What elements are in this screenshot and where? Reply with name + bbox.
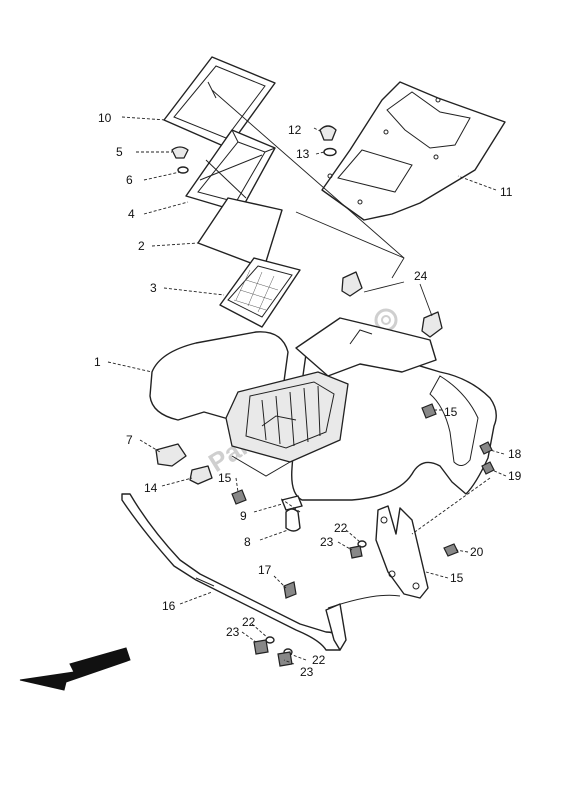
callout-23-left: 23 (226, 625, 240, 639)
part-23-nut-left (253, 639, 269, 655)
part-22-washer-left (265, 636, 275, 644)
callout-6: 6 (126, 173, 133, 187)
part-9-grommet (281, 495, 303, 511)
callout-22-left: 22 (242, 615, 256, 629)
part-18-bolt (283, 581, 297, 599)
callout-10: 10 (98, 111, 112, 125)
part-23-nut-upper (349, 545, 363, 559)
callout-18: 17 (258, 563, 272, 577)
callout-2: 2 (138, 239, 145, 253)
callout-21: 20 (470, 545, 484, 559)
part-5-screw (171, 146, 189, 159)
part-15-bolt-left (231, 489, 247, 505)
callout-9: 9 (240, 509, 247, 523)
part-12-rivet (319, 125, 337, 141)
part-2-filter-pad (197, 197, 283, 269)
front-direction-arrow-icon (19, 647, 131, 691)
callout-8: 8 (244, 535, 251, 549)
callout-15-right: 15 (444, 405, 458, 419)
part-6-washer (177, 166, 189, 174)
callout-14: 14 (144, 481, 158, 495)
part-21-bolt (443, 543, 459, 557)
callout-19: 18 (508, 447, 522, 461)
callout-15-left: 15 (218, 471, 232, 485)
part-11-top-cowl (321, 81, 506, 221)
part-4-lid (185, 129, 276, 213)
callout-labels: 10 5 6 4 2 3 1 7 14 15 9 8 16 17 22 23 2… (94, 111, 522, 679)
callout-7: 7 (126, 433, 133, 447)
callout-23-lower: 23 (300, 665, 314, 679)
callout-3: 3 (150, 281, 157, 295)
callout-13: 13 (296, 147, 310, 161)
callout-24: 24 (414, 269, 428, 283)
part-23-nut-lower (277, 651, 293, 667)
part-16-bracket (375, 505, 429, 599)
part-14-clip (189, 465, 213, 485)
part-8-damper (285, 508, 301, 532)
part-24-dampers (341, 271, 443, 338)
part-19-bolt (479, 441, 493, 455)
part-1-fender-assembly (149, 317, 497, 501)
part-15-bolt-right (421, 403, 437, 419)
callout-22-lower: 22 (312, 653, 326, 667)
part-20-bolt (481, 461, 495, 475)
callout-4: 4 (128, 207, 135, 221)
part-17-bumper-bar (121, 493, 401, 651)
part-7-clip (155, 443, 187, 467)
callout-11: 11 (500, 185, 513, 199)
callout-5: 5 (116, 145, 123, 159)
part-3-filter-screen (219, 257, 301, 328)
leader-lines (107, 89, 507, 665)
callout-22-upper: 22 (334, 521, 348, 535)
callout-20: 19 (508, 469, 522, 483)
callout-17: 16 (162, 599, 176, 613)
callout-23-upper: 23 (320, 535, 334, 549)
callout-1: 1 (94, 355, 101, 369)
part-10-lid-frame (163, 56, 276, 149)
callout-16: 15 (450, 571, 464, 585)
callout-12: 12 (288, 123, 302, 137)
part-13-grommet (323, 147, 337, 157)
